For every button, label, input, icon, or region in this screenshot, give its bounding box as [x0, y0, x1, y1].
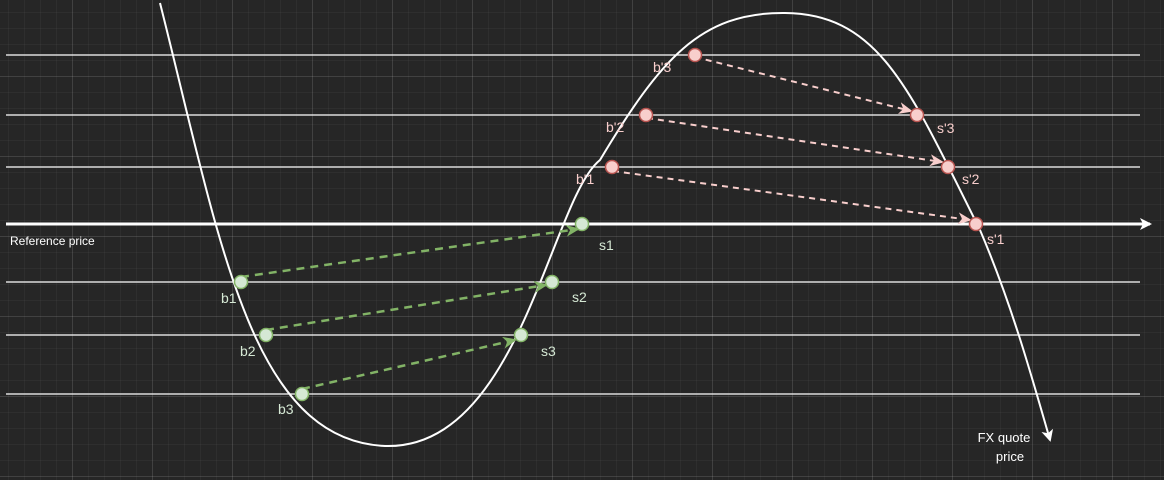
buy-arrows: [240, 224, 580, 391]
sell-arrows: [612, 56, 972, 225]
arrow-b1prime-to-s1prime: [612, 170, 972, 225]
label-b3prime: b'3: [653, 59, 671, 75]
label-s3prime: s'3: [937, 120, 955, 136]
point-s3[interactable]: [513, 327, 529, 343]
point-b1[interactable]: [233, 274, 249, 290]
arrow-b3prime-to-s3prime: [694, 56, 913, 114]
label-b2: b2: [240, 343, 256, 359]
point-b2[interactable]: [258, 327, 274, 343]
point-b3prime[interactable]: [687, 47, 703, 63]
fx-quote-label-line2: price: [996, 449, 1024, 464]
point-s2prime[interactable]: [940, 159, 956, 175]
point-s3prime[interactable]: [909, 107, 925, 123]
label-s2prime: s'2: [962, 171, 980, 187]
sell-points: [604, 47, 984, 232]
label-s2: s2: [572, 289, 587, 305]
reference-price-label: Reference price: [10, 234, 95, 248]
label-b1: b1: [221, 290, 237, 306]
sell-labels: b'3 b'2 b'1 s'3 s'2 s'1: [576, 59, 1005, 247]
label-s1: s1: [599, 237, 614, 253]
buy-labels: b1 b2 b3 s1 s2 s3: [221, 237, 614, 417]
label-b1prime: b'1: [576, 171, 594, 187]
fx-quote-label-line1: FX quote: [978, 430, 1031, 445]
label-b2prime: b'2: [606, 119, 624, 135]
point-s1prime[interactable]: [968, 216, 984, 232]
point-b1prime[interactable]: [604, 159, 620, 175]
arrow-b2prime-to-s2prime: [646, 117, 944, 167]
point-s2[interactable]: [544, 274, 560, 290]
arrow-b2-to-s2: [265, 280, 548, 332]
point-b3[interactable]: [294, 386, 310, 402]
point-b2prime[interactable]: [638, 107, 654, 123]
arrow-b3-to-s3: [301, 336, 517, 391]
label-s1prime: s'1: [987, 231, 1005, 247]
buy-points: [233, 216, 590, 402]
price-level-lines: [6, 54, 1140, 395]
arrow-b1-to-s1: [240, 224, 580, 279]
label-b3: b3: [278, 401, 294, 417]
label-s3: s3: [541, 343, 556, 359]
point-s1[interactable]: [574, 216, 590, 232]
